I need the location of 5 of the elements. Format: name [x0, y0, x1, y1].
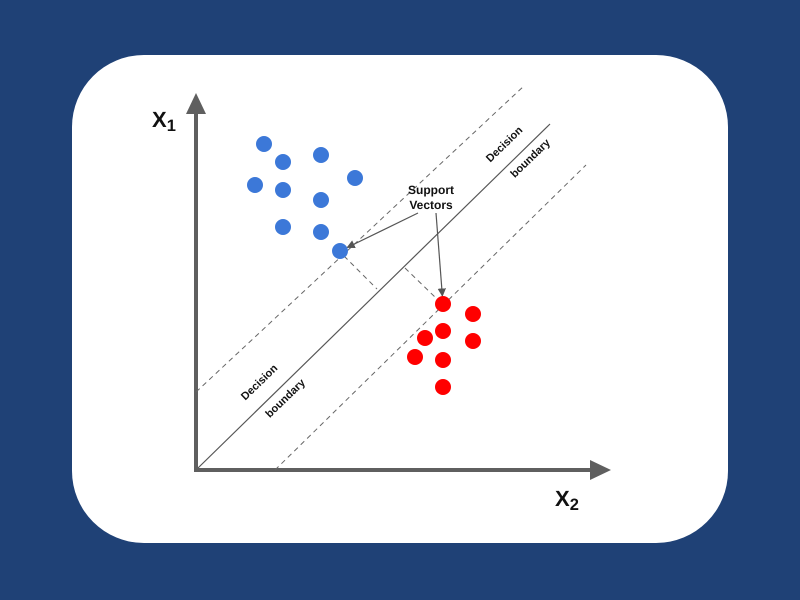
axis-label: X$_{1}$ [152, 106, 176, 136]
axis-label: X$_{2}$ [555, 485, 579, 515]
arrow [346, 212, 418, 248]
callout-label: Support Vectors [407, 183, 455, 213]
arrow [435, 212, 446, 297]
